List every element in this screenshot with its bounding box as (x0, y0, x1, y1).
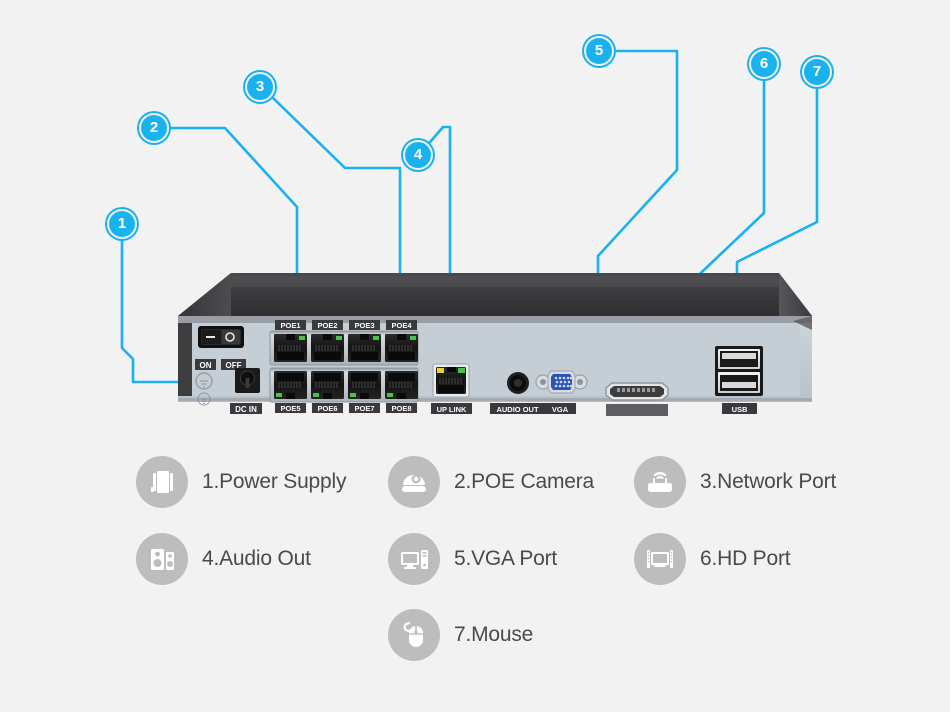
svg-text:POE6: POE6 (317, 404, 337, 413)
poe-ports-bottom-row[interactable] (274, 371, 418, 399)
vga-label: VGA (552, 405, 569, 414)
hd-label-bg (606, 404, 668, 416)
legend-label-poe-camera: 2.POE Camera (454, 470, 594, 493)
svg-text:POE7: POE7 (354, 404, 374, 413)
poe5-port (274, 371, 307, 399)
callout-bubble-7[interactable]: 7 (804, 59, 830, 85)
router-icon (634, 456, 686, 508)
callout-bubble-2[interactable]: 2 (141, 115, 167, 141)
tv-icon (634, 533, 686, 585)
legend-item-vga-port[interactable]: 5.VGA Port (388, 533, 557, 585)
usb-label-bg (722, 403, 757, 414)
legend-label-vga-port: 5.VGA Port (454, 547, 558, 570)
callout-bubble-5[interactable]: 5 (586, 38, 612, 64)
poe2-port (311, 334, 344, 362)
poe8-port (385, 371, 418, 399)
vga-port[interactable] (535, 370, 588, 394)
svg-text:POE3: POE3 (354, 321, 374, 330)
dome-camera-icon (388, 456, 440, 508)
speakers-icon (136, 533, 188, 585)
legend-item-mouse[interactable]: 7.Mouse (388, 609, 533, 661)
poe-bottom-labels: POE5 POE6 POE7 POE8 (275, 403, 417, 413)
audio-out-label: AUDIO OUT (496, 405, 539, 414)
poe1-port (274, 334, 307, 362)
leader-line-4 (423, 125, 452, 367)
usb-label: USB (732, 405, 748, 414)
power-switch-labels: ON OFF (195, 359, 246, 370)
dc-in-label: DC IN (235, 405, 257, 414)
power-supply-icon (136, 456, 188, 508)
svg-text:POE5: POE5 (280, 404, 300, 413)
legend-item-power-supply[interactable]: 1.Power Supply (136, 456, 346, 508)
poe3-port (348, 334, 381, 362)
panel-top-bezel (178, 316, 812, 323)
callout-bubble-3[interactable]: 3 (247, 74, 273, 100)
dc-in-port[interactable] (235, 368, 260, 393)
svg-text:OFF: OFF (226, 361, 242, 370)
svg-text:POE8: POE8 (391, 404, 411, 413)
legend-label-power-supply: 1.Power Supply (202, 470, 347, 493)
legend-item-audio-out[interactable]: 4.Audio Out (136, 533, 311, 585)
leader-line-1 (120, 236, 253, 384)
uplink-label: UP LINK (437, 405, 467, 414)
vga-label-bg (544, 403, 576, 414)
svg-text:POE2: POE2 (317, 321, 337, 330)
legend-item-hd-port[interactable]: 6.HD Port (634, 533, 791, 585)
callout-bubble-6[interactable]: 6 (751, 51, 777, 77)
svg-text:POE1: POE1 (280, 321, 300, 330)
hd-port[interactable] (605, 382, 669, 401)
uplink-port[interactable] (432, 363, 470, 398)
panel-left-rail (178, 323, 192, 396)
mouse-icon (388, 609, 440, 661)
chassis-corner-bevel-right (793, 316, 812, 330)
audio-out-port[interactable] (507, 372, 529, 394)
callout-bubble-1[interactable]: 1 (109, 211, 135, 237)
legend-item-network-port[interactable]: 3.Network Port (634, 456, 836, 508)
poe7-port (348, 371, 381, 399)
chassis-top-highlight (226, 276, 784, 287)
usb-port[interactable] (715, 346, 763, 396)
dc-in-label-bg (230, 403, 262, 414)
panel-bottom-shadow (178, 398, 812, 402)
uplink-label-bg (431, 403, 472, 414)
poe-ports-top-row[interactable] (274, 334, 418, 362)
monitor-pc-icon (388, 533, 440, 585)
svg-text:ON: ON (200, 361, 212, 370)
legend-label-audio-out: 4.Audio Out (202, 547, 311, 570)
poe4-port (385, 334, 418, 362)
legend-item-poe-camera[interactable]: 2.POE Camera (388, 456, 594, 508)
audio-out-label-bg (490, 403, 545, 414)
legend-label-network-port: 3.Network Port (700, 470, 837, 493)
legend-label-hd-port: 6.HD Port (700, 547, 791, 570)
leader-line-3 (270, 95, 402, 347)
legend: 1.Power Supply 2.POE Camera (0, 440, 950, 670)
callout-bubble-4[interactable]: 4 (405, 142, 431, 168)
legend-label-mouse: 7.Mouse (454, 623, 534, 646)
svg-text:POE4: POE4 (391, 321, 412, 330)
ground-symbols (195, 372, 213, 406)
poe-top-labels: POE1 POE2 POE3 POE4 (275, 320, 417, 330)
power-switch[interactable] (198, 326, 244, 348)
poe6-port (311, 371, 344, 399)
